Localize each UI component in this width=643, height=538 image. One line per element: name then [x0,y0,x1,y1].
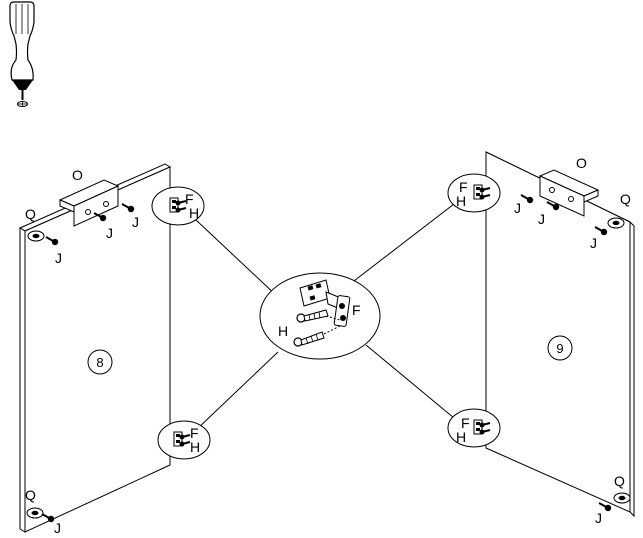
label-f-left-top: F [185,191,194,207]
panel-9: 9 [485,151,635,518]
label-bracket-left: O [72,167,83,183]
label-q-left-bottom: Q [25,487,36,503]
label-j-right-4: J [595,510,602,526]
label-j-left-1: J [106,225,113,241]
hinge-callout-right-bottom [447,408,501,448]
hinge-callout-left-bottom [157,420,211,460]
label-j-right-3: J [590,235,597,251]
hinge-detail-callout [259,272,381,360]
hinge-callout-right-top [447,173,501,213]
label-h-left-bottom: H [190,439,200,455]
hinge-callout-left-top [151,186,205,226]
label-h-left-top: H [189,205,199,221]
label-q-left-top: Q [25,206,36,222]
cam-q-left-bottom [26,507,44,519]
label-j-left-4: J [54,520,61,536]
label-j-right-2: J [538,211,545,227]
cam-q-right-top [607,217,625,229]
cam-q-left-top [27,230,45,242]
label-f-right-top: F [459,179,468,195]
phillips-screwdriver-icon [9,1,35,107]
label-f-left-bottom: F [190,425,199,441]
label-h-right-top: H [456,193,466,209]
label-j-left-2: J [132,214,139,230]
bracket-o-right [538,169,600,217]
label-h-right-bottom: H [456,429,466,445]
screw-icon [293,331,325,347]
label-j-left-3: J [55,250,62,266]
leader-lines [195,203,455,431]
label-h-detail: H [278,323,288,339]
panel-number-9: 9 [556,341,563,356]
label-bracket-right: O [576,155,587,171]
label-f-right-bottom: F [461,415,470,431]
label-q-right-top: Q [620,191,631,207]
cam-q-right-bottom [613,492,631,504]
screw-icon [296,309,329,323]
label-q-right-bottom: Q [614,473,625,489]
panel-8: 8 [18,163,172,533]
panel-number-8: 8 [96,355,103,370]
label-j-right-1: J [514,200,521,216]
label-f-detail: F [352,302,361,318]
bracket-o-left [58,179,120,227]
